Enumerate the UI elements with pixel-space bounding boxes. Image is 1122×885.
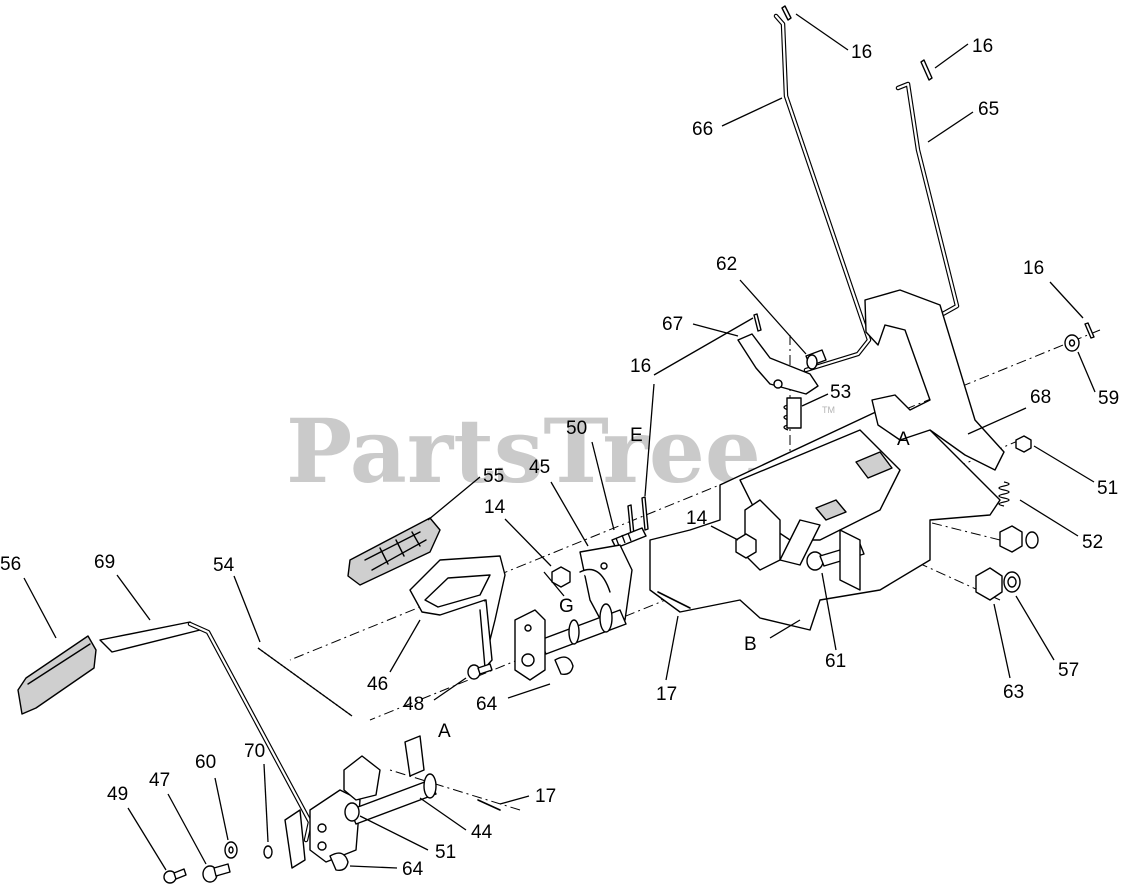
callout-label-52: 52 [1082, 532, 1103, 553]
callout-label-62: 62 [716, 254, 737, 275]
callout-label-61: 61 [825, 651, 846, 672]
callout-label-67: 67 [662, 314, 683, 335]
rod-17-lower [477, 799, 501, 811]
clip-64-lower [329, 852, 349, 872]
washer-60 [224, 841, 238, 859]
cotter-pin-16-mid [753, 313, 762, 332]
bracket-68 [864, 289, 1005, 471]
callout-label-54: 54 [213, 555, 235, 576]
link-plate [514, 609, 546, 681]
callout-label-17: 17 [656, 684, 677, 705]
callout-label-69: 69 [94, 552, 115, 573]
callout-label-51: 51 [435, 842, 456, 863]
callout-label-63: 63 [1003, 682, 1024, 703]
leader-lines [23, 13, 1096, 871]
handle-grip-56 [17, 635, 97, 715]
rod-17-upper [657, 591, 691, 609]
callout-label-50: 50 [566, 418, 587, 439]
callout-label-56: 56 [0, 554, 21, 575]
clip-64-upper [554, 656, 574, 676]
nut-63 [975, 567, 1003, 601]
watermark-text: PartsTree [286, 399, 761, 503]
cotter-pin-16-top [781, 5, 792, 21]
callout-label-55: 55 [483, 466, 504, 487]
callout-label-59: 59 [1098, 388, 1119, 409]
callout-label-16: 16 [1023, 258, 1044, 279]
callout-label-a: A [897, 429, 910, 450]
callout-label-48: 48 [403, 694, 424, 715]
callout-label-49: 49 [107, 784, 128, 805]
washer-51-lower [344, 802, 360, 822]
nut-14-right [735, 533, 757, 559]
bolt-49 [163, 868, 187, 884]
pedal-frame-46 [409, 555, 506, 669]
spring-52 [998, 481, 1010, 507]
lever-67 [737, 333, 819, 395]
watermark-trademark: TM [822, 405, 835, 415]
control-rod-66 [773, 13, 872, 373]
callout-label-70: 70 [244, 741, 265, 762]
callout-label-64: 64 [402, 859, 424, 880]
nut-51-right [1015, 435, 1032, 453]
callout-label-57: 57 [1058, 660, 1079, 681]
mounting-plate [649, 409, 1001, 631]
callout-label-b: B [744, 634, 757, 655]
callout-label-17: 17 [535, 786, 556, 807]
callout-label-16: 16 [851, 42, 872, 63]
callout-label-60: 60 [195, 752, 216, 773]
callout-label-44: 44 [471, 822, 493, 843]
callout-label-66: 66 [692, 119, 713, 140]
shaft-44 [343, 735, 437, 825]
washer-70 [263, 845, 273, 859]
cotter-pin-16-right [920, 59, 933, 81]
callout-label-65: 65 [978, 99, 999, 120]
bolt-47 [202, 863, 231, 883]
pivot-bolt-61 [806, 529, 865, 591]
callout-label-16: 16 [630, 356, 651, 377]
plate-45 [579, 544, 633, 629]
watermark: PartsTree TM [286, 399, 835, 503]
nut-upper-right [999, 525, 1039, 553]
spring-54 [257, 647, 353, 717]
callout-label-e: E [630, 425, 643, 446]
callout-label-68: 68 [1030, 387, 1051, 408]
callout-label-46: 46 [367, 674, 388, 695]
cotter-pins-e [627, 496, 649, 537]
bolt-48 [467, 663, 493, 680]
callout-label-47: 47 [149, 770, 170, 791]
lever-arm-69 [99, 621, 313, 843]
callout-label-16: 16 [972, 36, 993, 57]
callout-label-51: 51 [1097, 478, 1118, 499]
callout-labels: 16 16 66 65 62 16 67 16 53 68 59 50 E A 45 55 51 14 14 52 56… [0, 36, 1119, 880]
callout-label-53: 53 [830, 382, 851, 403]
callout-label-45: 45 [529, 457, 550, 478]
cotter-pin-16-far [1084, 322, 1095, 339]
callout-label-g: G [559, 596, 574, 617]
callout-label-14: 14 [686, 508, 708, 529]
bolt-62 [805, 349, 827, 370]
callout-label-64: 64 [476, 694, 498, 715]
callout-label-14: 14 [484, 497, 506, 518]
pedal-arm-base [284, 789, 361, 869]
callout-label-a: A [438, 721, 451, 742]
washer-59 [1064, 334, 1080, 352]
spring-53 [783, 397, 802, 431]
washer-57 [1003, 571, 1021, 593]
